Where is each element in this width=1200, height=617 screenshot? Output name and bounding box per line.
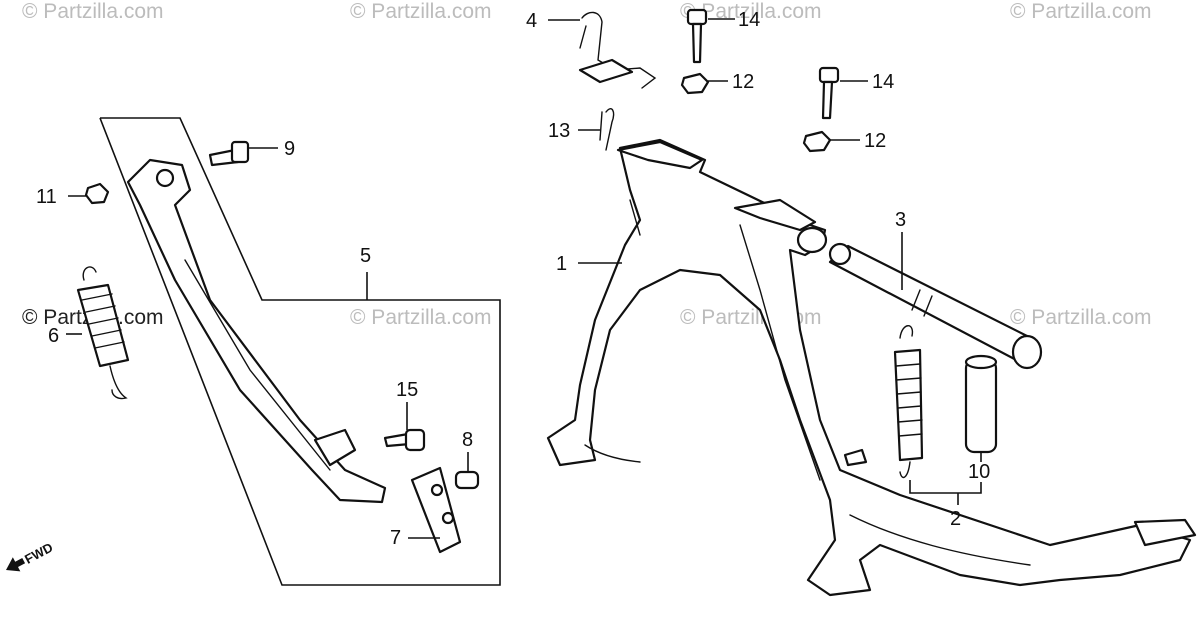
part-side-stand-bar[interactable] (126, 158, 387, 504)
callout-8: 8 (462, 429, 473, 451)
part-nut-12-a[interactable] (680, 72, 710, 95)
callout-1: 1 (556, 253, 567, 275)
callout-12-b: 12 (864, 130, 886, 152)
part-spring-6[interactable] (76, 266, 130, 400)
callout-14-a: 14 (738, 9, 760, 31)
callout-6: 6 (48, 325, 59, 347)
callout-3: 3 (895, 209, 906, 231)
callout-10: 10 (968, 461, 990, 483)
part-bracket-7[interactable] (410, 466, 462, 554)
part-pin-8[interactable] (454, 470, 480, 490)
watermark-top-3: © Partzilla.com (680, 0, 822, 23)
callout-5: 5 (360, 245, 371, 267)
watermark-top-2: © Partzilla.com (350, 0, 492, 23)
part-bolt-14-b[interactable] (818, 66, 840, 120)
watermark-mid-4: © Partzilla.com (1010, 306, 1152, 329)
part-tube-10[interactable] (964, 354, 998, 454)
fwd-label: FWD (22, 540, 55, 567)
callout-13: 13 (548, 120, 570, 142)
part-nut-11[interactable] (84, 182, 110, 205)
watermark-top-1: © Partzilla.com (22, 0, 164, 23)
group-bracket-2-10 (909, 480, 982, 494)
callout-7: 7 (390, 527, 401, 549)
side-stand-assembly-outline (99, 117, 501, 586)
part-bolt-14-a[interactable] (686, 8, 708, 64)
part-wire-clip-4[interactable] (578, 11, 657, 89)
callout-15: 15 (396, 379, 418, 401)
part-bolt-9[interactable] (208, 140, 250, 167)
part-main-stand-1[interactable] (546, 138, 1197, 597)
watermark-mid-2: © Partzilla.com (350, 306, 492, 329)
callout-9: 9 (284, 138, 295, 160)
part-nut-12-b[interactable] (802, 130, 832, 153)
callout-11: 11 (36, 186, 57, 208)
callout-2: 2 (950, 508, 961, 530)
part-cotter-pin-13[interactable] (599, 108, 615, 151)
part-shaft-3[interactable] (828, 242, 1043, 370)
callout-14-b: 14 (872, 71, 894, 93)
callout-4: 4 (526, 10, 537, 32)
forward-arrow-icon (6, 557, 26, 572)
watermark-top-4: © Partzilla.com (1010, 0, 1152, 23)
forward-direction-indicator: FWD (6, 540, 55, 572)
part-bolt-15[interactable] (383, 428, 426, 452)
part-spring-2[interactable] (893, 325, 924, 479)
callout-12-a: 12 (732, 71, 754, 93)
